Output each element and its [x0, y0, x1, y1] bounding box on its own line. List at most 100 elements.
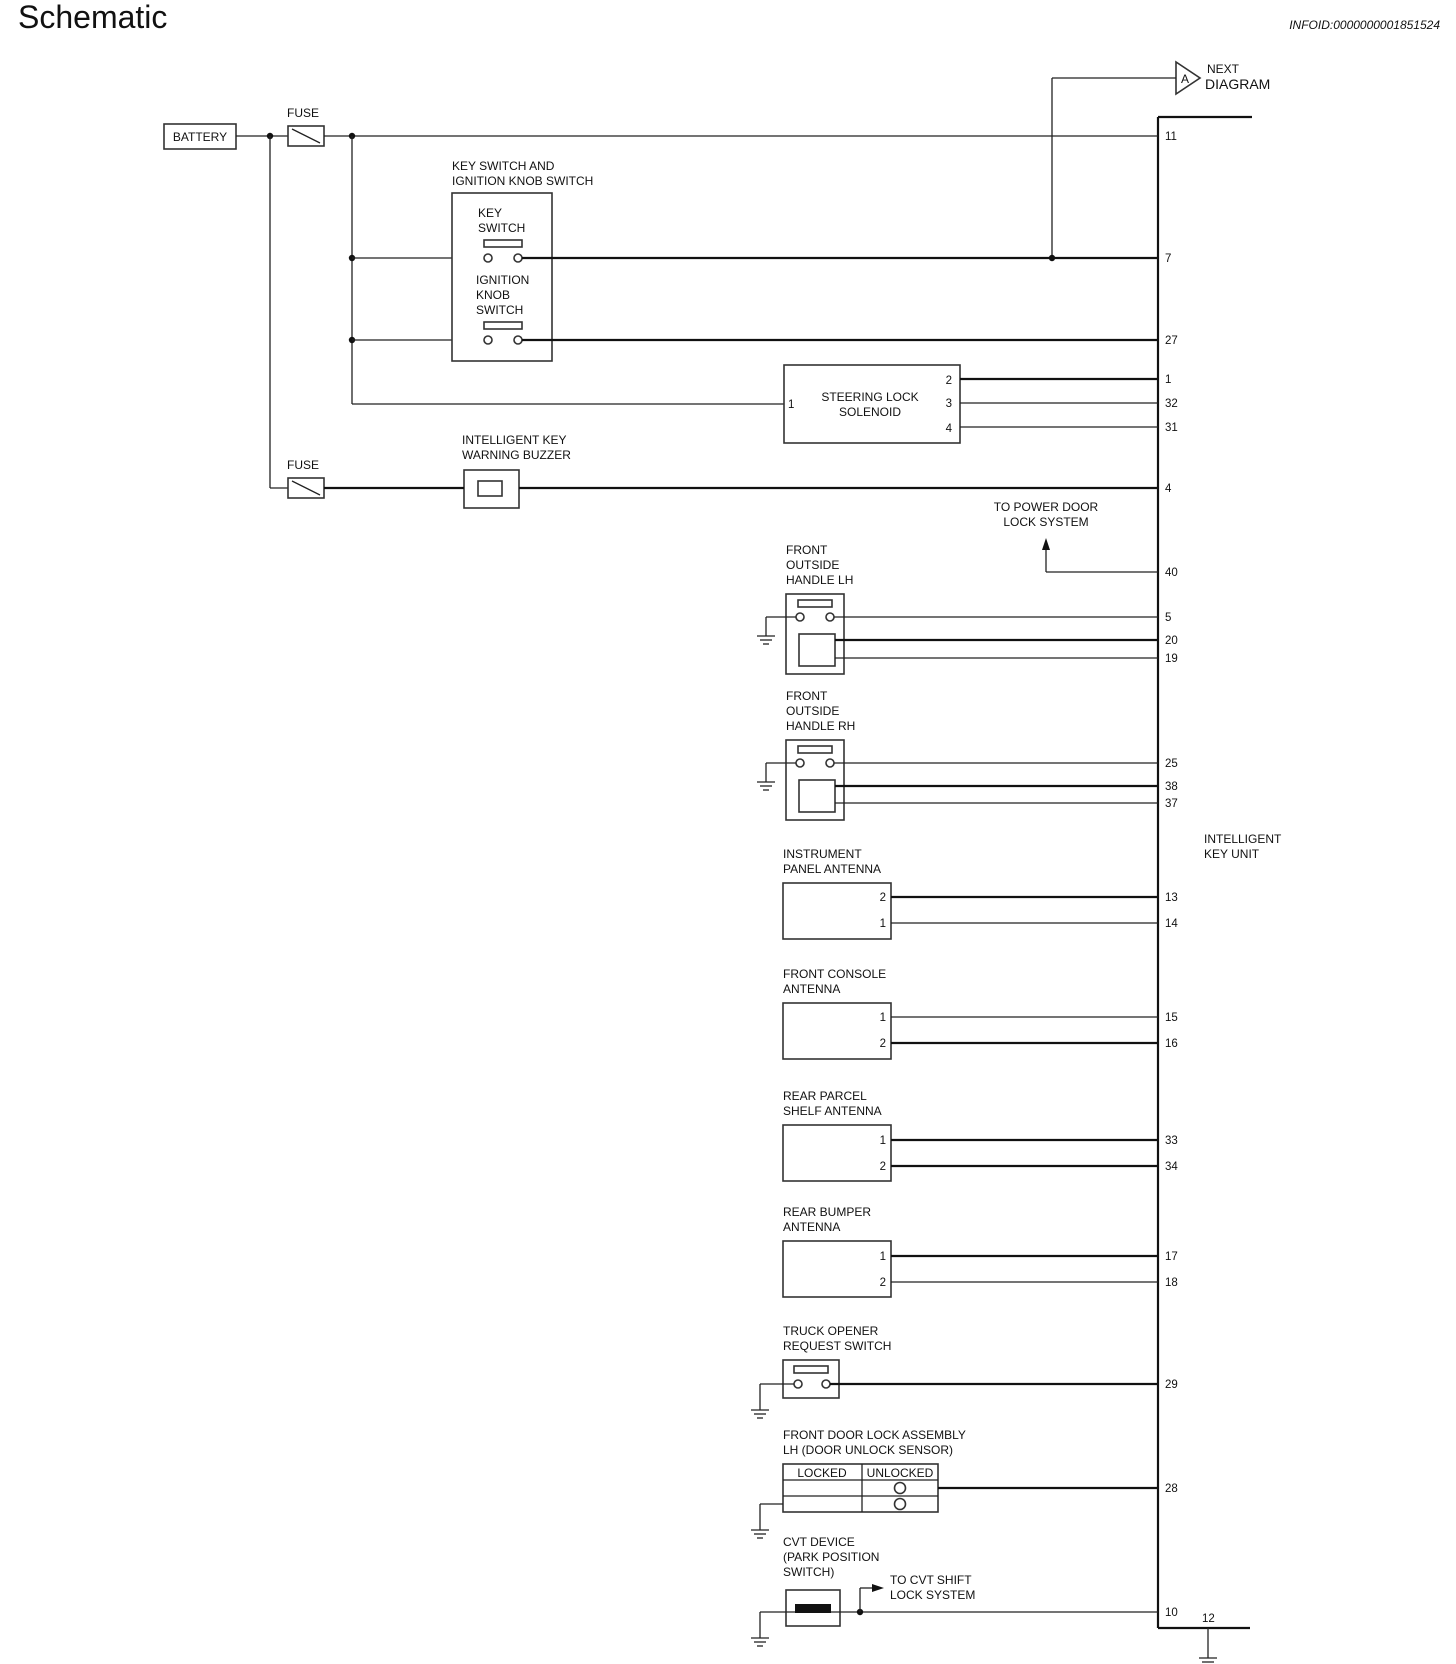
- next-diagram-connector: [1048, 60, 1202, 262]
- info-id: INFOID:0000000001851524: [1289, 18, 1440, 32]
- antenna-fc-label-2: ANTENNA: [783, 982, 840, 996]
- power-door-lock-label-2: LOCK SYSTEM: [1003, 515, 1088, 529]
- unit-pin-16: 16: [1165, 1038, 1178, 1050]
- unit-pin-33: 33: [1165, 1135, 1178, 1147]
- front-outside-handle-lh: [756, 593, 1158, 675]
- antenna-rp-pin-a: 1: [880, 1135, 886, 1147]
- unit-pin-38: 38: [1165, 781, 1178, 793]
- key-switch-assembly-title-1: KEY SWITCH AND: [452, 159, 555, 173]
- key-switch-contact: [483, 239, 523, 263]
- front-outside-handle-rh: [756, 739, 1158, 821]
- antenna-rb-label-1: REAR BUMPER: [783, 1205, 871, 1219]
- cvt-park-position-switch: [750, 1584, 1158, 1647]
- fused-rail: [324, 132, 1158, 405]
- unit-pin-18: 18: [1165, 1277, 1178, 1289]
- unit-pin-15: 15: [1165, 1012, 1178, 1024]
- battery-box: [163, 123, 237, 150]
- steering-lock-pin-4: 4: [946, 423, 953, 435]
- unit-pin-7: 7: [1165, 253, 1171, 265]
- steering-lock-pin-in: 1: [788, 399, 794, 411]
- unit-pin-17: 17: [1165, 1251, 1178, 1263]
- steering-lock-pin-2: 2: [946, 375, 952, 387]
- ignition-knob-label-2: KNOB: [476, 288, 510, 302]
- antenna-fc-box: [782, 1002, 892, 1060]
- unit-pin-29: 29: [1165, 1379, 1178, 1391]
- cvt-device-label-2: (PARK POSITION: [783, 1550, 879, 1564]
- unit-pin-27: 27: [1165, 335, 1178, 347]
- unit-pin-32: 32: [1165, 398, 1178, 410]
- door-lock-label-1: FRONT DOOR LOCK ASSEMBLY: [783, 1428, 966, 1442]
- unit-pin-13: 13: [1165, 892, 1178, 904]
- cvt-device-label-1: CVT DEVICE: [783, 1535, 855, 1549]
- power-door-lock-label-1: TO POWER DOOR: [994, 500, 1099, 514]
- warning-buzzer: [324, 469, 1158, 509]
- handle-rh-label-2: OUTSIDE: [786, 704, 839, 718]
- unit-pin-40: 40: [1165, 567, 1178, 579]
- handle-lh-label-1: FRONT: [786, 543, 828, 557]
- antenna-fc-label-1: FRONT CONSOLE: [783, 967, 886, 981]
- unit-pin-11: 11: [1165, 131, 1177, 143]
- steering-lock-pin-3: 3: [946, 398, 952, 410]
- unit-pin-10: 10: [1165, 1607, 1178, 1619]
- door-unlock-sensor-table: [750, 1463, 1158, 1539]
- cvt-device-label-3: SWITCH): [783, 1565, 834, 1579]
- door-lock-col-unlocked: UNLOCKED: [867, 1466, 934, 1480]
- trunk-opener-request-switch: [750, 1359, 1158, 1419]
- fuse-top: [287, 125, 325, 147]
- battery-label: BATTERY: [173, 130, 227, 144]
- battery-wiring: [236, 132, 288, 489]
- key-switch-assembly-box: [451, 192, 553, 362]
- unit-pin-19: 19: [1165, 653, 1178, 665]
- handle-rh-label-3: HANDLE RH: [786, 719, 855, 733]
- steering-lock-label-2: SOLENOID: [839, 405, 901, 419]
- unit-pin-5: 5: [1165, 612, 1171, 624]
- page-title: Schematic: [18, 0, 167, 35]
- antenna-ip-label-2: PANEL ANTENNA: [783, 862, 881, 876]
- unit-pin-34: 34: [1165, 1161, 1178, 1173]
- intelligent-key-unit-bus: [1156, 115, 1252, 1664]
- antenna-fc-pin-a: 1: [880, 1012, 886, 1024]
- unit-pin-20: 20: [1165, 635, 1178, 647]
- antenna-rb-pin-a: 1: [880, 1251, 886, 1263]
- steering-lock-solenoid-box: [783, 364, 961, 444]
- fuse-bottom-label: FUSE: [287, 458, 319, 472]
- unit-pin-4: 4: [1165, 483, 1172, 495]
- fuse-top-label: FUSE: [287, 106, 319, 120]
- steering-lock-label-1: STEERING LOCK: [821, 390, 918, 404]
- antenna-ip-box: [782, 882, 892, 940]
- antenna-ip-label-1: INSTRUMENT: [783, 847, 862, 861]
- key-switch-label-1: KEY: [478, 206, 502, 220]
- key-switch-assembly-title-2: IGNITION KNOB SWITCH: [452, 174, 593, 188]
- buzzer-label-2: WARNING BUZZER: [462, 448, 571, 462]
- unit-pin-28: 28: [1165, 1483, 1178, 1495]
- handle-lh-label-2: OUTSIDE: [786, 558, 839, 572]
- door-lock-col-locked: LOCKED: [797, 1466, 847, 1480]
- next-diagram-label-1: NEXT: [1207, 62, 1240, 76]
- power-door-lock-wire: [1042, 538, 1158, 573]
- cvt-shift-label-1: TO CVT SHIFT: [890, 1573, 972, 1587]
- next-diagram-label-2: DIAGRAM: [1205, 76, 1270, 92]
- handle-lh-label-3: HANDLE LH: [786, 573, 853, 587]
- antenna-rp-pin-b: 2: [880, 1161, 886, 1173]
- key-switch-label-2: SWITCH: [478, 221, 525, 235]
- antenna-rb-pin-b: 2: [880, 1277, 886, 1289]
- unit-pin-12: 12: [1202, 1613, 1215, 1625]
- unit-pin-31: 31: [1165, 422, 1178, 434]
- antenna-fc-pin-b: 2: [880, 1038, 886, 1050]
- fuse-bottom: [287, 477, 325, 499]
- unit-pin-14: 14: [1165, 918, 1178, 930]
- trunk-switch-label-2: REQUEST SWITCH: [783, 1339, 891, 1353]
- intelligent-key-unit-label-2: KEY UNIT: [1204, 847, 1260, 861]
- unit-pin-37: 37: [1165, 798, 1178, 810]
- antenna-rb-label-2: ANTENNA: [783, 1220, 840, 1234]
- antenna-ip-pin-a: 2: [880, 892, 886, 904]
- antenna-rp-label-1: REAR PARCEL: [783, 1089, 867, 1103]
- unit-pin-1: 1: [1165, 374, 1171, 386]
- cvt-shift-label-2: LOCK SYSTEM: [890, 1588, 975, 1602]
- door-lock-label-2: LH (DOOR UNLOCK SENSOR): [783, 1443, 953, 1457]
- trunk-switch-label-1: TRUCK OPENER: [783, 1324, 879, 1338]
- buzzer-label-1: INTELLIGENT KEY: [462, 433, 566, 447]
- antenna-rb-box: [782, 1240, 892, 1298]
- intelligent-key-unit-label-1: INTELLIGENT: [1204, 832, 1282, 846]
